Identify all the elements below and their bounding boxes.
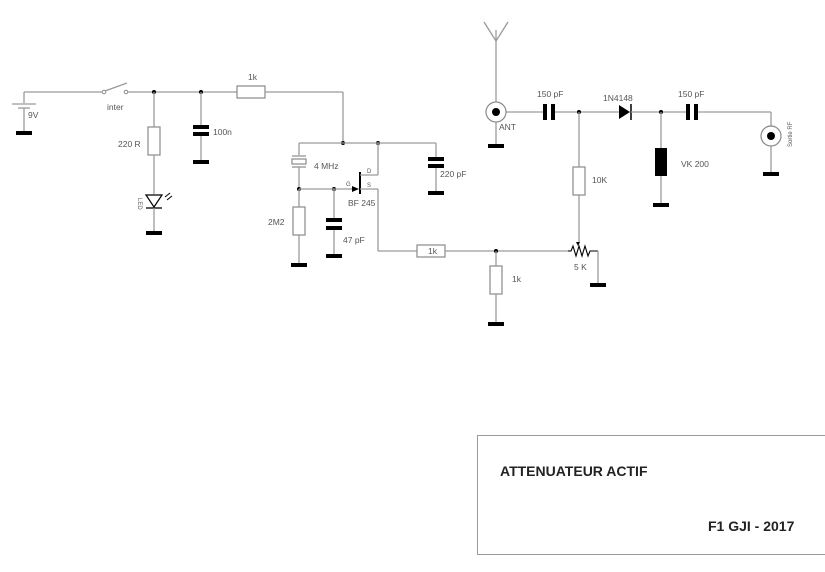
battery-9v: 9V (12, 92, 39, 135)
c47pf-label: 47 pF (343, 235, 365, 245)
ground-symbol (146, 231, 162, 235)
fet-drain-label: D (367, 169, 372, 175)
resistor-1k-source: 1k (416, 244, 446, 258)
diode-1n4148: 1N4148 (603, 93, 633, 120)
ground-symbol (590, 283, 606, 287)
fet-source-label: S (367, 183, 371, 189)
ground-symbol (653, 203, 669, 207)
crystal-4mhz: 4 MHz (291, 143, 339, 189)
capacitor-150pf-in: 150 pF (537, 89, 563, 120)
ground-symbol (291, 263, 307, 267)
title-block: ATTENUATEUR ACTIF F1 GJI - 2017 (477, 435, 825, 555)
r1k-load-label: 1k (512, 274, 522, 284)
author-label: F1 GJI - 2017 (708, 518, 795, 534)
capacitor-150pf-out: 150 pF (678, 89, 704, 120)
capacitor-47pf: 47 pF (326, 189, 365, 258)
antenna-icon (483, 21, 509, 103)
c220pf-label: 220 pF (440, 169, 466, 179)
switch-label: inter (107, 102, 124, 112)
wiper-arrow-icon (576, 242, 580, 246)
ant-connector: ANT (485, 101, 516, 148)
fet-gate-label: G (346, 182, 351, 188)
crystal-label: 4 MHz (314, 161, 339, 171)
potentiometer-5k[interactable]: 5 K (568, 242, 606, 287)
capacitor-220pf: 220 pF (428, 143, 466, 195)
c150pf-in-label: 150 pF (537, 89, 563, 99)
battery-label: 9V (28, 110, 39, 120)
ground-symbol (488, 322, 504, 326)
resistor-2m2: 2M2 (268, 189, 307, 267)
capacitor-100n: 100n (193, 92, 232, 164)
resistor-10k: 10K (572, 112, 607, 242)
ant-label: ANT (499, 122, 516, 132)
choke-label: VK 200 (681, 159, 709, 169)
c100n-label: 100n (213, 127, 232, 137)
r10k-label: 10K (592, 175, 607, 185)
fet-bf245: D S G BF 245 (346, 143, 379, 251)
resistor-220r: 220 R (118, 92, 161, 194)
led-label: LED (136, 198, 142, 210)
fet-label: BF 245 (348, 198, 376, 208)
output-connector: Sortie RF (760, 121, 794, 176)
ground-symbol (428, 191, 444, 195)
r1k-source-label: 1k (428, 246, 438, 256)
c150pf-out-label: 150 pF (678, 89, 704, 99)
schematic-title: ATTENUATEUR ACTIF (500, 463, 648, 479)
choke-vk200: VK 200 (653, 112, 709, 207)
r220-label: 220 R (118, 139, 141, 149)
led: LED (136, 192, 173, 235)
switch-inter[interactable]: inter (101, 82, 129, 112)
ground-symbol (326, 254, 342, 258)
pot-label: 5 K (574, 262, 587, 272)
resistor-1k-supply: 1k (236, 72, 266, 99)
ground-symbol (763, 172, 779, 176)
ground-symbol (193, 160, 209, 164)
resistor-1k-load: 1k (488, 251, 522, 326)
ground-symbol (16, 131, 32, 135)
output-label: Sortie RF (788, 121, 794, 147)
diode-label: 1N4148 (603, 93, 633, 103)
r2m2-label: 2M2 (268, 217, 285, 227)
r1k-supply-label: 1k (248, 72, 258, 82)
ground-symbol (488, 144, 504, 148)
